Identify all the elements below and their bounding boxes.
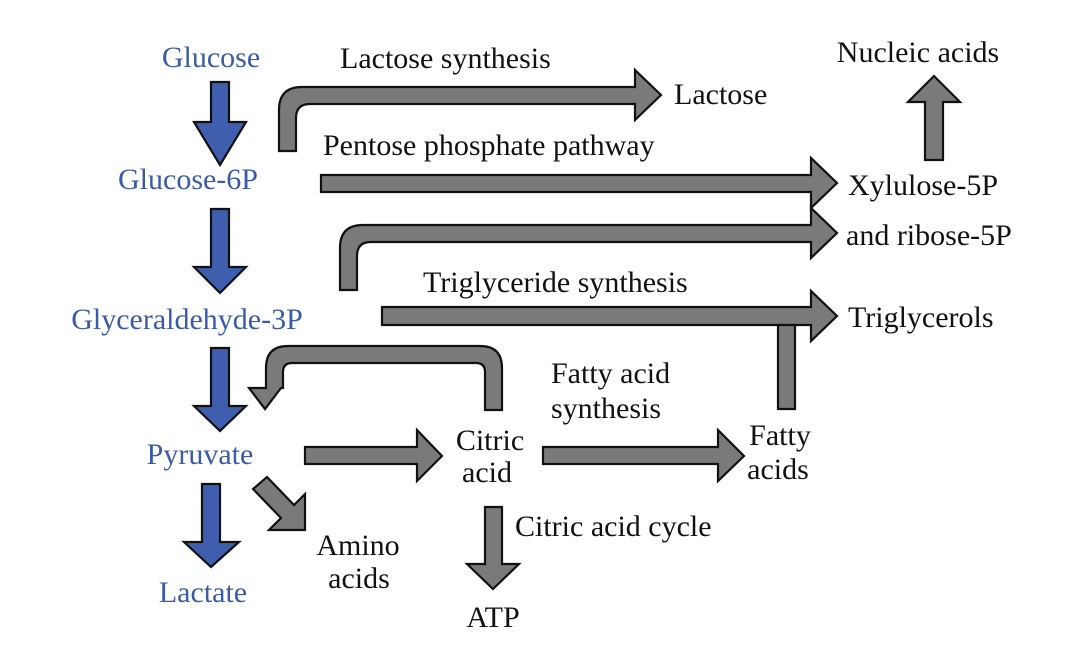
label-lactate: Lactate <box>159 576 247 609</box>
label-fatty-acids-1: Fatty <box>749 419 811 452</box>
arrow-triglyceride-synthesis <box>380 288 839 344</box>
label-lactose-synthesis: Lactose synthesis <box>340 42 551 75</box>
arrow-ribose-5p <box>338 205 839 292</box>
label-citric-acid-cycle: Citric acid cycle <box>515 510 712 543</box>
arrow-fatty-acid-synthesis <box>541 427 746 484</box>
label-ribose-5p: and ribose-5P <box>846 219 1012 252</box>
label-fatty-acids-2: acids <box>747 453 809 486</box>
arrow-lactose-synthesis <box>277 67 663 153</box>
arrow-fatty-acids-to-triglycerols <box>776 323 797 411</box>
label-xylulose-5p: Xylulose-5P <box>848 169 998 202</box>
label-glucose-6p: Glucose-6P <box>118 163 258 196</box>
arrow-to-nucleic-acids <box>905 74 963 162</box>
label-atp: ATP <box>466 601 519 634</box>
label-triglyceride-synthesis: Triglyceride synthesis <box>423 266 688 299</box>
label-fatty-acid-synthesis-2: synthesis <box>551 392 661 425</box>
label-triglycerols: Triglycerols <box>848 301 994 334</box>
label-nucleic-acids: Nucleic acids <box>837 36 999 69</box>
label-fatty-acid-synthesis-1: Fatty acid <box>551 357 670 390</box>
arrow-citric-to-pyruvate <box>246 344 504 412</box>
label-pyruvate: Pyruvate <box>147 438 254 471</box>
arrow-pyruvate-to-lactate <box>181 482 242 569</box>
label-citric-acid-2: acid <box>462 456 512 489</box>
arrow-glucose-to-g6p <box>192 80 248 168</box>
arrow-pyruvate-to-amino-acids <box>251 475 307 532</box>
arrow-g6p-to-g3p <box>191 207 249 295</box>
arrow-citric-acid-cycle <box>464 505 522 591</box>
label-glyceraldehyde-3p: Glyceraldehyde-3P <box>71 303 303 336</box>
arrow-pentose-phosphate <box>319 155 839 211</box>
label-amino-acids-2: acids <box>328 562 390 595</box>
label-amino-acids-1: Amino <box>316 529 399 562</box>
arrow-pyruvate-to-citric <box>303 427 444 484</box>
arrow-g3p-to-pyruvate <box>191 346 249 433</box>
label-lactose: Lactose <box>674 78 767 111</box>
label-glucose: Glucose <box>162 41 260 74</box>
label-citric-acid-1: Citric <box>456 424 524 457</box>
label-pentose-phosphate: Pentose phosphate pathway <box>323 129 655 162</box>
